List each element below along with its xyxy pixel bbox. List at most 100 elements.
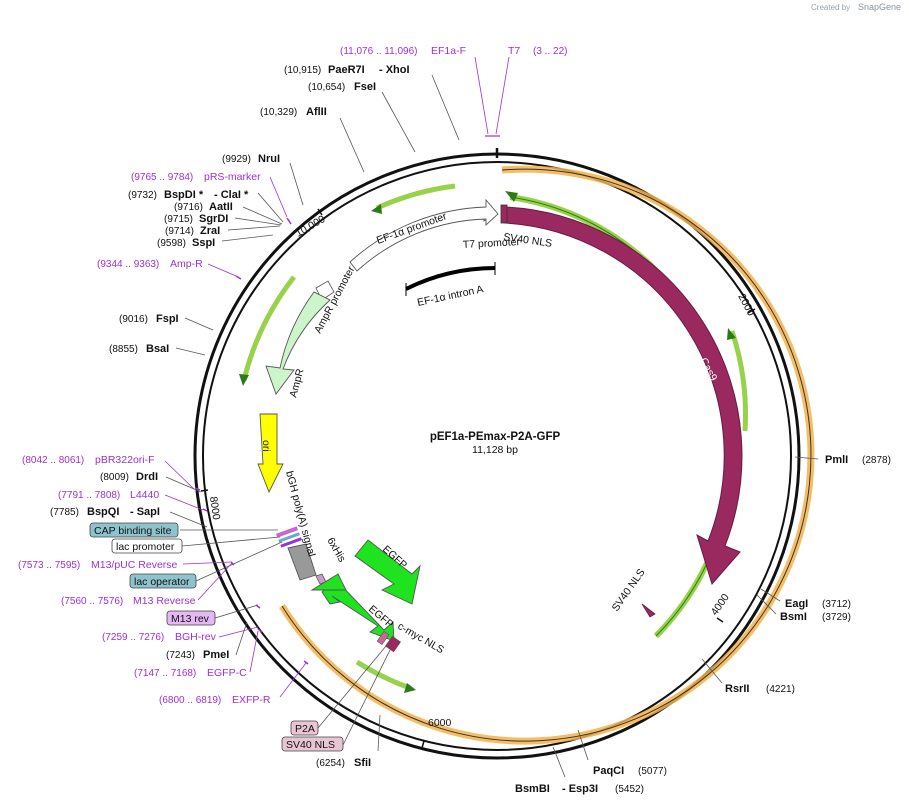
primer-ef1af-pos: (11,076 .. 11,096) <box>340 46 417 57</box>
primer-m13rev-pos: (7560 .. 7576) <box>61 596 123 607</box>
leader-nrui <box>289 162 304 206</box>
leader-paer7i <box>431 74 460 141</box>
site-clai-name[interactable]: - ClaI * <box>214 189 249 201</box>
site-sgrdi-name[interactable]: SgrDI <box>199 213 228 225</box>
leader-p2a <box>317 645 387 729</box>
primer-prs-pos: (9765 .. 9784) <box>131 172 193 183</box>
tick-label-4000: 4000 <box>709 592 732 618</box>
site-fsei-name[interactable]: FseI <box>354 81 376 93</box>
primer-m13rev-name[interactable]: M13 Reverse <box>133 595 196 607</box>
leader-lacop <box>195 541 283 582</box>
tick-label-6000: 6000 <box>428 717 452 729</box>
ef1a-promoter-feature[interactable] <box>349 198 499 272</box>
orf-orange-line <box>281 168 812 742</box>
site-sspi-name[interactable]: SspI <box>192 237 215 249</box>
site-nrui-name[interactable]: NruI <box>258 153 280 165</box>
leader-drdi <box>165 476 202 493</box>
site-paer7i-name[interactable]: PaeR7I <box>328 64 365 76</box>
plasmid-name: pEF1a-PEmax-P2A-GFP <box>430 431 561 443</box>
orf-green-arc-topleft <box>375 183 456 211</box>
ampr-feature[interactable] <box>265 291 331 395</box>
sv40-nls-bottom-label: SV40 NLS <box>610 567 648 614</box>
site-bsmi-name[interactable]: BsmI <box>780 611 807 623</box>
primer-l4440-name[interactable]: L4440 <box>130 489 159 501</box>
cas9-feature[interactable] <box>504 206 743 586</box>
site-esp3i-name[interactable]: - Esp3I <box>562 783 598 795</box>
m13-rev-box[interactable] <box>166 610 216 626</box>
primer-pbr-name[interactable]: pBR322ori-F <box>95 454 155 466</box>
ef1a-promoter-label: EF-1α promoter <box>375 210 449 247</box>
site-drdi-pos: (8009) <box>100 472 129 483</box>
site-drdi-name[interactable]: DrdI <box>136 471 158 483</box>
primer-m13puc-name[interactable]: M13/pUC Reverse <box>91 559 178 571</box>
egfp-1-feature[interactable] <box>354 539 421 605</box>
leader-sgrdi <box>234 217 282 226</box>
ori-feature[interactable] <box>257 413 284 494</box>
primer-egfpc-name[interactable]: EGFP-C <box>207 667 247 679</box>
site-bspdi-pos: (9732) <box>128 190 157 201</box>
p2a-box[interactable] <box>290 720 319 736</box>
site-paqci-name[interactable]: PaqCI <box>593 765 624 777</box>
leader-pbr322 <box>164 460 195 490</box>
site-pmei-name[interactable]: PmeI <box>203 649 229 661</box>
site-bsai-name[interactable]: BsaI <box>146 343 169 355</box>
site-fspi-name[interactable]: FspI <box>156 313 179 325</box>
orf-green-arrow-left <box>239 374 249 386</box>
bgh-polya-feature[interactable] <box>287 543 317 581</box>
primer-egfpc-pos: (7147 .. 7168) <box>134 668 196 679</box>
primer-amp-name[interactable]: Amp-R <box>170 258 203 270</box>
site-eagi-name[interactable]: EagI <box>785 598 808 610</box>
lac-cluster-2 <box>278 532 301 543</box>
primer-exfpr-name[interactable]: EXFP-R <box>232 694 271 706</box>
primer-tick-m13 <box>230 561 235 566</box>
leader-egfpc <box>249 630 259 673</box>
lac-cluster-3 <box>280 537 303 548</box>
leader-aflii <box>339 117 365 173</box>
leader-sv40box <box>342 647 392 746</box>
site-bsmbi-name[interactable]: BsmBI <box>515 783 550 795</box>
site-bsmi-pos: (3729) <box>822 612 851 623</box>
c-myc-nls-feature[interactable] <box>376 630 390 646</box>
leader-l4440 <box>164 494 204 511</box>
p2a-label: P2A <box>295 723 315 735</box>
site-rsrii-name[interactable]: RsrII <box>725 683 749 695</box>
primer-bghrev-name[interactable]: BGH-rev <box>175 631 217 643</box>
site-xhoi-name[interactable]: - XhoI <box>379 64 410 76</box>
site-aflii-name[interactable]: AflII <box>306 106 327 118</box>
site-bspdi-name[interactable]: BspDI * <box>164 189 204 201</box>
6xhis-label: 6xHis <box>324 536 348 565</box>
site-bspqi-name[interactable]: BspQI <box>87 506 119 518</box>
lac-promoter-box[interactable] <box>111 538 183 554</box>
site-sfii-name[interactable]: SfiI <box>354 757 371 769</box>
lac-operator-box[interactable] <box>129 573 197 589</box>
tick-2000 <box>747 308 756 314</box>
site-pmli-name[interactable]: PmlI <box>825 454 848 466</box>
egfp-2-feature[interactable] <box>321 579 395 642</box>
primer-ef1af-name[interactable]: EF1a-F <box>431 45 466 57</box>
site-aatii-name[interactable]: AatII <box>209 201 233 213</box>
tick-6000 <box>421 740 425 749</box>
primer-pbr-pos: (8042 .. 8061) <box>22 455 84 466</box>
p2a-feature[interactable] <box>385 635 401 653</box>
ori-label: ori <box>260 440 272 452</box>
sv40-nls-bottom-feature[interactable] <box>641 603 656 618</box>
site-pmei-pos: (7243) <box>166 650 195 661</box>
orf-green-arrow-right <box>505 191 518 202</box>
site-bsmbi-pos: (5452) <box>615 784 644 795</box>
sv40-nls-box[interactable] <box>281 736 344 752</box>
sv40-nls-top-feature[interactable] <box>500 204 508 224</box>
leader-t7 <box>495 56 510 135</box>
primer-prs-name[interactable]: pRS-marker <box>204 171 261 183</box>
cap-binding-box[interactable] <box>89 522 179 538</box>
ef1a-intron-feature[interactable] <box>405 266 496 291</box>
primer-t7-name[interactable]: T7 <box>508 45 520 57</box>
leader-fsei <box>381 91 416 153</box>
site-zrai-name[interactable]: ZraI <box>200 225 220 237</box>
site-bsai-pos: (8855) <box>109 344 138 355</box>
site-sapi-name[interactable]: - SapI <box>130 506 160 518</box>
orf-green-line-right <box>509 196 732 637</box>
leader-m13revbox <box>214 604 259 619</box>
site-aflii-pos: (10,329) <box>260 107 297 118</box>
primer-tick-pbr <box>194 487 201 491</box>
primer-tick-l4440 <box>202 508 208 512</box>
